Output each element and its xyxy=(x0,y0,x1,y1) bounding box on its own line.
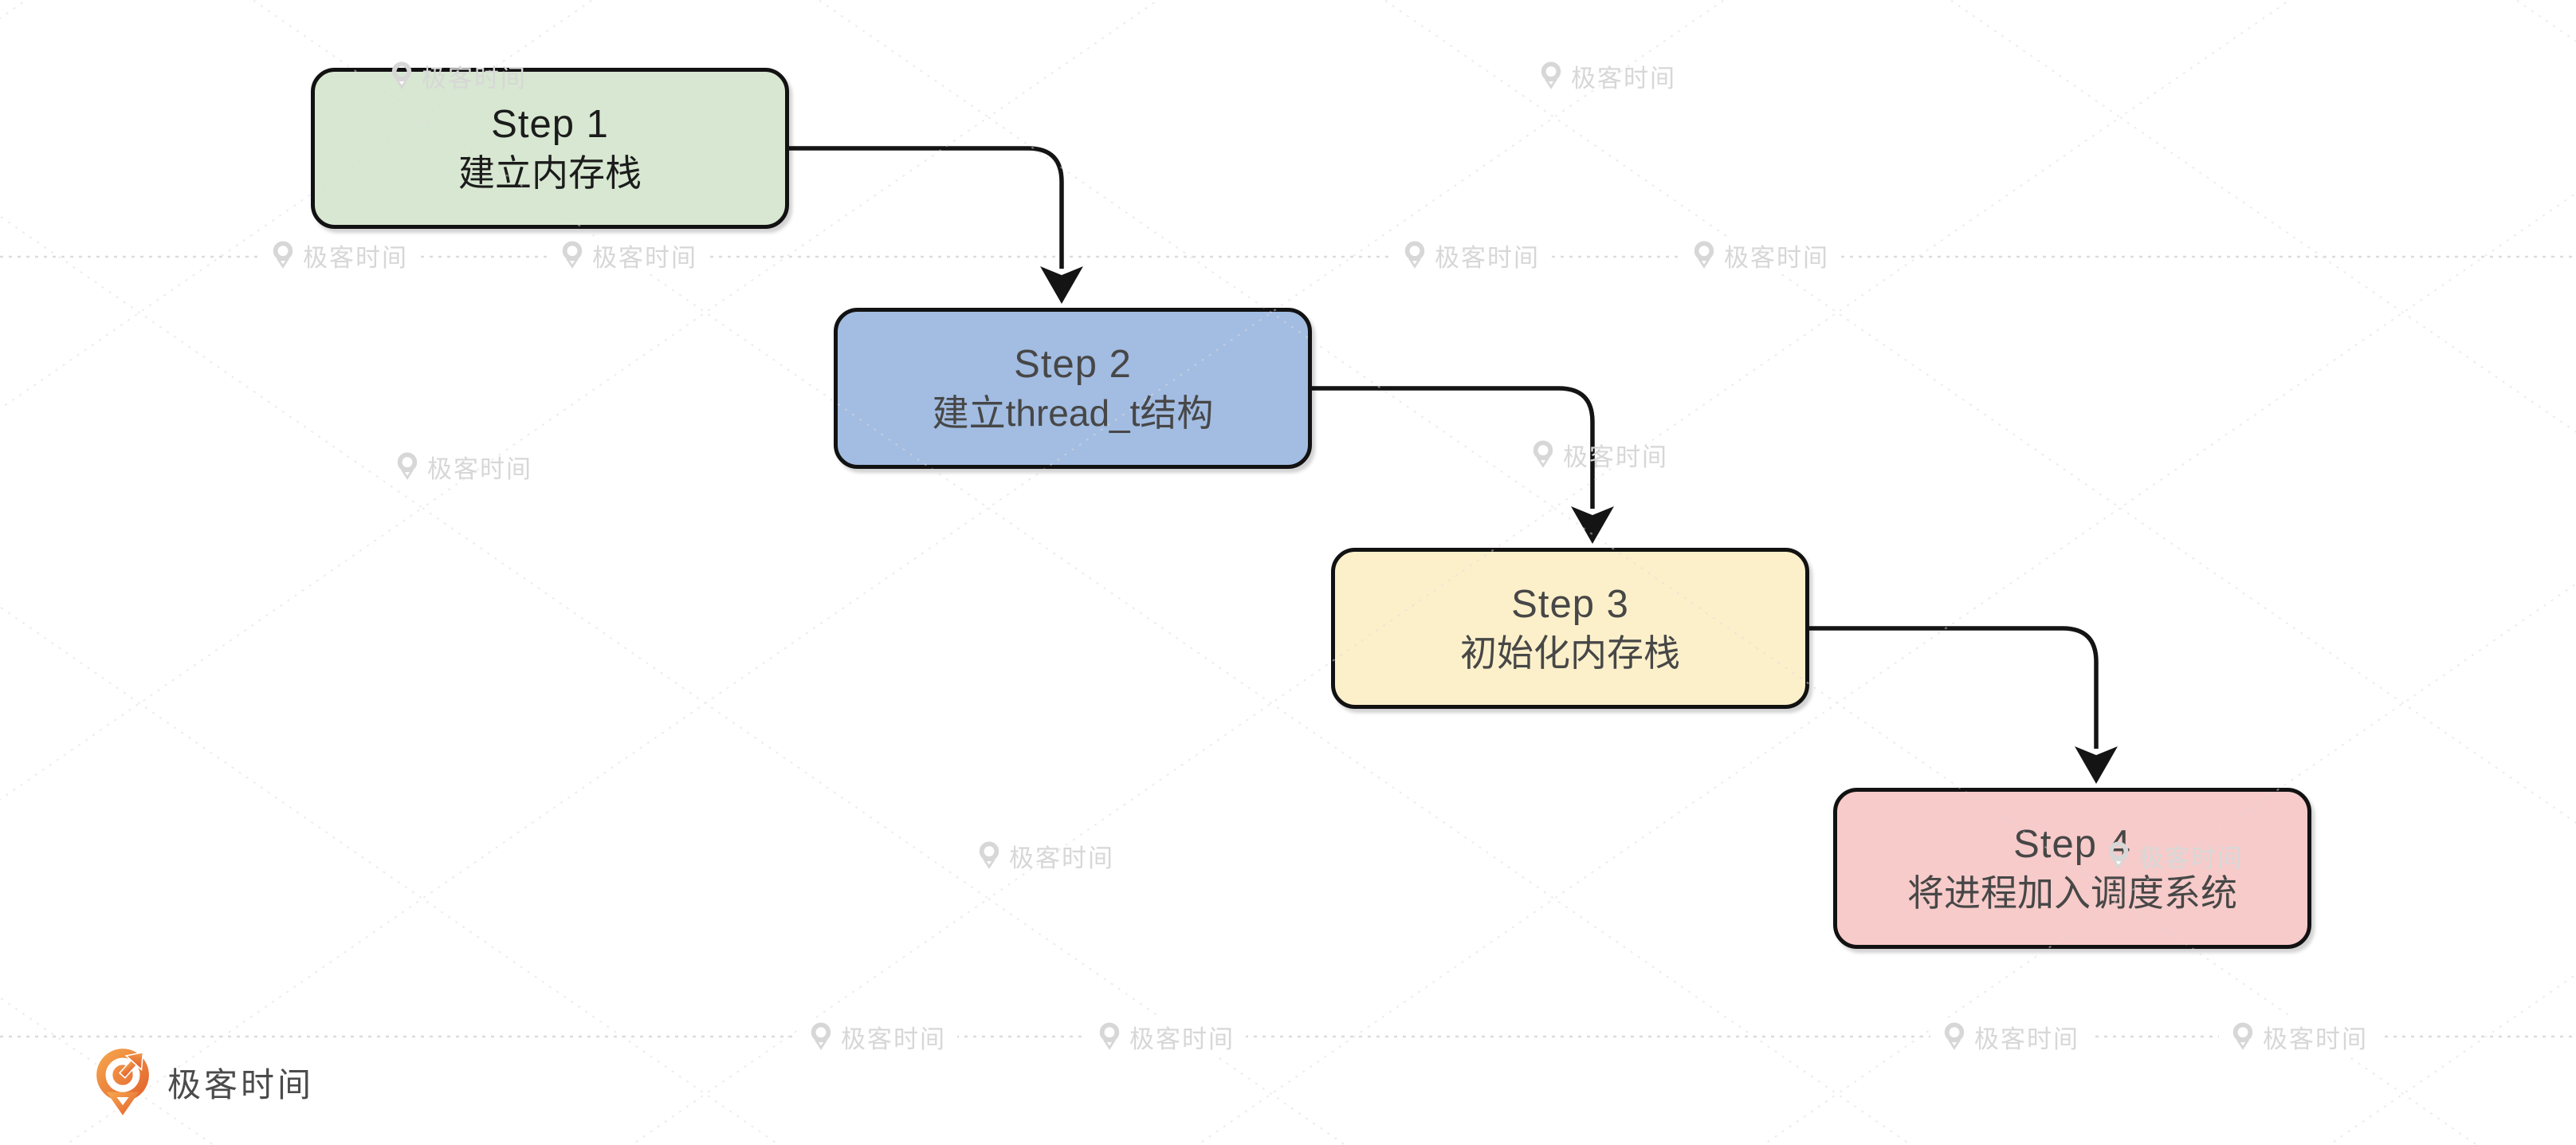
step-box-4: Step 4 将进程加入调度系统 xyxy=(1833,788,2311,949)
geektime-watermark: 极客时间 xyxy=(1680,237,1840,273)
geektime-watermark-text: 极客时间 xyxy=(1724,243,1829,272)
geektime-watermark-text: 极客时间 xyxy=(841,1025,946,1053)
step-3-title: Step 3 xyxy=(1511,583,1629,626)
step-2-label: 建立thread_t结构 xyxy=(932,392,1214,434)
geektime-watermark: 极客时间 xyxy=(548,237,709,273)
geektime-watermark-text: 极客时间 xyxy=(1435,243,1540,272)
geektime-watermark: 极客时间 xyxy=(1391,237,1551,273)
geektime-watermark: 极客时间 xyxy=(1538,57,1676,94)
geektime-watermark: 极客时间 xyxy=(395,448,532,485)
step-box-1: Step 1 建立内存栈 xyxy=(311,68,789,229)
connector-step3-step4 xyxy=(1809,626,2099,749)
geektime-watermark-pin-icon xyxy=(1099,1022,1120,1050)
arrowhead-step4 xyxy=(2075,746,2118,784)
geektime-watermark-text: 极客时间 xyxy=(1563,443,1668,471)
geektime-watermark-text: 极客时间 xyxy=(2263,1025,2368,1053)
geektime-watermark: 极客时间 xyxy=(1086,1018,1246,1055)
geektime-watermark-pin-icon xyxy=(273,241,293,269)
geektime-pin-icon xyxy=(96,1049,149,1115)
geektime-watermark-pin-icon xyxy=(1694,241,1714,269)
geektime-watermark-text: 极客时间 xyxy=(1571,64,1676,92)
step-1-label: 建立内存栈 xyxy=(458,152,642,194)
geektime-watermark: 极客时间 xyxy=(1530,436,1668,473)
geektime-watermark-pin-icon xyxy=(397,452,418,480)
geektime-watermark-pin-icon xyxy=(1533,440,1553,468)
connector-step2-step3 xyxy=(1312,386,1595,509)
geektime-watermark-text: 极客时间 xyxy=(1129,1025,1235,1053)
step-3-label: 初始化内存栈 xyxy=(1460,632,1680,674)
arrowhead-step2 xyxy=(1040,266,1083,304)
geektime-watermark: 极客时间 xyxy=(976,837,1114,874)
geektime-watermark-pin-icon xyxy=(2232,1022,2253,1050)
step-4-title: Step 4 xyxy=(2013,823,2131,866)
step-box-2: Step 2 建立thread_t结构 xyxy=(834,308,1312,469)
step-box-3: Step 3 初始化内存栈 xyxy=(1331,548,1809,709)
step-2-title: Step 2 xyxy=(1014,343,1132,386)
geektime-logo-text: 极客时间 xyxy=(167,1065,315,1104)
geektime-watermark-text: 极客时间 xyxy=(592,243,697,272)
geektime-watermark-pin-icon xyxy=(811,1022,831,1050)
geektime-logo: 极客时间 xyxy=(92,1048,314,1116)
geektime-watermark-pin-icon xyxy=(562,241,583,269)
geektime-watermark-text: 极客时间 xyxy=(1974,1025,2079,1053)
geektime-watermark-pin-icon xyxy=(1541,61,1561,89)
step-1-title: Step 1 xyxy=(491,103,609,146)
geektime-watermark-pin-icon xyxy=(1944,1022,1965,1050)
step-4-label: 将进程加入调度系统 xyxy=(1907,872,2237,914)
connector-step1-step2 xyxy=(789,146,1064,269)
geektime-watermark: 极客时间 xyxy=(797,1018,957,1055)
arrowhead-step3 xyxy=(1571,506,1614,544)
geektime-watermark: 极客时间 xyxy=(1930,1018,2091,1055)
geektime-watermark-text: 极客时间 xyxy=(427,454,532,483)
geektime-watermark: 极客时间 xyxy=(259,237,419,273)
geektime-watermark: 极客时间 xyxy=(2219,1018,2379,1055)
geektime-watermark-pin-icon xyxy=(979,841,999,869)
geektime-watermark-pin-icon xyxy=(1404,241,1425,269)
geektime-watermark-text: 极客时间 xyxy=(303,243,408,272)
geektime-watermark-text: 极客时间 xyxy=(1009,844,1114,872)
